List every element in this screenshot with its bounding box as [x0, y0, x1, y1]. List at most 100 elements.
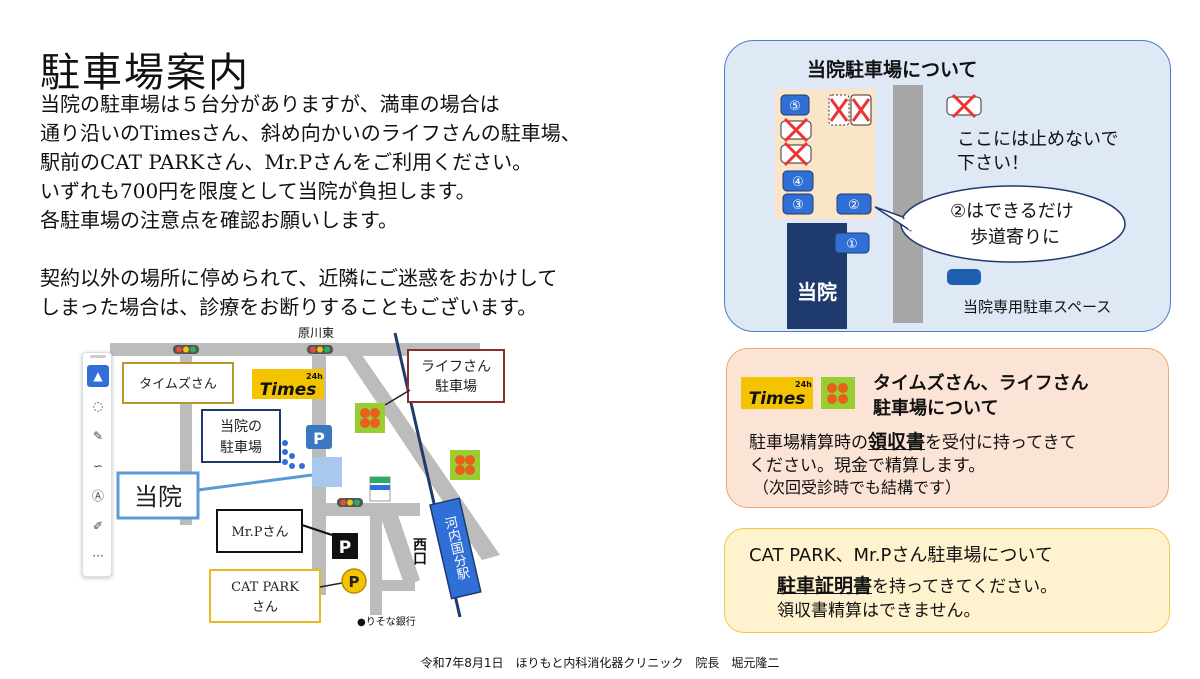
access-map: 原川東 タイムズさん 24h Times ライフさん 駐車場 当院の 駐車場 P…: [110, 326, 505, 628]
tip-bubble: [900, 185, 1126, 263]
notice-line: 契約以外の場所に停められて、近隣にご迷惑をおかけして: [40, 266, 558, 290]
times-life-panel: 24h Times タイムズさん、ライフさん 駐車場について 駐車場精算時の領収…: [726, 348, 1169, 508]
reserved-space-label: 当院専用駐車スペース: [963, 298, 1112, 316]
traffic-light-icon: [307, 345, 333, 354]
catpark-text-2: 領収書精算はできません。: [777, 601, 981, 621]
clinic-parking-line1: 当院の: [220, 419, 262, 435]
clover-icon: [450, 450, 480, 480]
reserved-space-legend-icon: [947, 269, 981, 285]
station-label-box: 河内国分駅: [429, 497, 482, 600]
clinic-parking-diagram: 当院 ⑤ ④ ③ ② ①: [775, 85, 1126, 329]
clinic-parking-box: [201, 409, 281, 463]
times-life-text-1: 駐車場精算時の領収書を受付に持ってきて: [749, 431, 1077, 453]
times-life-logos: 24h Times: [741, 377, 855, 409]
times-life-text-2: ください。現金で精算します。: [749, 456, 986, 476]
clinic-parking-panel: 当院駐車場について 当院 ⑤ ④ ③ ② ① ここには止めないで 下さい！ ②は…: [724, 40, 1171, 332]
pen-tool-icon[interactable]: ✎: [92, 429, 104, 443]
parking-p-icon: [306, 425, 332, 449]
clinic-building: [312, 457, 342, 487]
svg-text:①: ①: [846, 237, 858, 252]
familymart-icon: [369, 476, 391, 502]
select-tool-icon[interactable]: ▲: [87, 365, 109, 387]
space-3: ③: [782, 193, 814, 215]
times-life-title-2: 駐車場について: [873, 398, 999, 419]
space-4: ④: [782, 170, 814, 192]
road-lower: [370, 580, 415, 591]
clinic-parking-line2: 駐車場: [220, 439, 262, 456]
no-parking-text-1: ここには止めないで: [957, 129, 1119, 150]
notice-line: しまった場合は、診療をお断りすることもございます。: [40, 295, 538, 319]
intersection-label: 原川東: [298, 326, 334, 340]
traffic-light-icon: [173, 345, 199, 354]
clover-icon: [821, 377, 855, 409]
intro-line: 各駐車場の注意点を確認お願いします。: [40, 208, 398, 232]
svg-text:④: ④: [792, 175, 804, 190]
space-1: ①: [834, 232, 870, 254]
bubble-text-2: 歩道寄りに: [970, 227, 1060, 248]
intro-line: 通り沿いのTimesさん、斜め向かいのライフさんの駐車場、: [40, 121, 581, 145]
clinic-parking-title: 当院駐車場について: [807, 59, 978, 81]
times-life-text-3: （次回受診時でも結構です）: [753, 478, 962, 497]
catpark-title: CAT PARK、Mr.Pさん駐車場について: [749, 545, 1053, 566]
no-parking-mark-icon: [850, 94, 872, 126]
life-label-line2: 駐車場: [435, 378, 477, 395]
road-curve: [380, 515, 420, 587]
mrp-p-icon: [332, 533, 358, 559]
bubble-text-1: ②はできるだけ: [950, 201, 1074, 222]
catpark-label-box: [209, 569, 321, 623]
road-lower-left: [370, 515, 382, 615]
catpark-p-icon: [341, 568, 367, 594]
catpark-line2: さん: [252, 600, 278, 615]
life-label-line1: ライフさん: [421, 359, 491, 375]
intro-line: 駅前のCAT PARKさん、Mr.Pさんをご利用ください。: [40, 150, 533, 174]
catpark-line1: CAT PARK: [231, 580, 299, 595]
page-title: 駐車場案内: [40, 50, 250, 96]
no-parking-mark-icon: [780, 141, 812, 167]
times-life-title-1: タイムズさん、ライフさん: [873, 373, 1089, 394]
more-tools-icon[interactable]: ···: [92, 549, 104, 563]
parking-dots-icon: [282, 440, 305, 469]
no-parking-legend-icon: [946, 93, 982, 119]
text-tool-icon[interactable]: Ⓐ: [91, 489, 104, 503]
bank-label: ●りそな銀行: [357, 615, 416, 628]
catpark-text-1: 駐車証明書を持ってきてください。: [777, 575, 1058, 597]
svg-text:②: ②: [848, 198, 860, 213]
clinic-label-box: [116, 471, 200, 520]
no-parking-mark-icon: [828, 94, 850, 126]
no-parking-mark-icon: [780, 117, 812, 143]
svg-text:24h: 24h: [795, 380, 812, 389]
intro-line: 当院の駐車場は５台分がありますが、満車の場合は: [40, 92, 500, 116]
comment-tool-icon[interactable]: ◌: [92, 399, 104, 413]
mrp-label-box: [216, 509, 303, 553]
toolbar-drag-handle[interactable]: [90, 355, 106, 358]
space-2: ②: [836, 193, 872, 215]
annotation-toolbar: ▲ ◌ ✎ ∽ Ⓐ ✐ ···: [82, 352, 112, 577]
mrp-label: Mr.Pさん: [232, 525, 289, 540]
receipt-emphasis: 領収書: [868, 431, 926, 453]
space-5: ⑤: [780, 94, 810, 116]
west-exit-label: 西口: [411, 537, 427, 565]
intro-line: いずれも700円を限度として当院が負担します。: [40, 179, 476, 203]
clover-icon: [355, 403, 385, 433]
times-logo-icon: 24h Times: [741, 377, 813, 409]
footer-text: 令和7年8月1日 ほりもと内科消化器クリニック 院長 堀元隆二: [420, 656, 780, 670]
catpark-panel: CAT PARK、Mr.Pさん駐車場について 駐車証明書を持ってきてください。 …: [724, 528, 1170, 633]
life-label-box: [407, 349, 505, 403]
svg-text:P: P: [313, 429, 325, 448]
svg-text:⑤: ⑤: [789, 99, 801, 114]
lasso-tool-icon[interactable]: ∽: [92, 459, 104, 473]
highlighter-tool-icon[interactable]: ✐: [92, 519, 104, 533]
parking-certificate-emphasis: 駐車証明書: [777, 575, 873, 597]
svg-text:P: P: [339, 538, 351, 558]
times-label-box: [122, 362, 234, 404]
intro-text: 当院の駐車場は５台分がありますが、満車の場合は 通り沿いのTimesさん、斜め向…: [40, 90, 700, 322]
no-parking-text-2: 下さい！: [957, 153, 1029, 174]
clinic-label: 当院: [134, 483, 182, 511]
svg-text:24h: 24h: [306, 372, 323, 381]
traffic-light-icon: [337, 498, 363, 507]
svg-text:P: P: [349, 573, 360, 591]
times-label: タイムズさん: [139, 376, 217, 392]
svg-text:Times: Times: [749, 389, 806, 409]
svg-text:③: ③: [792, 198, 804, 213]
svg-text:Times: Times: [260, 380, 317, 400]
